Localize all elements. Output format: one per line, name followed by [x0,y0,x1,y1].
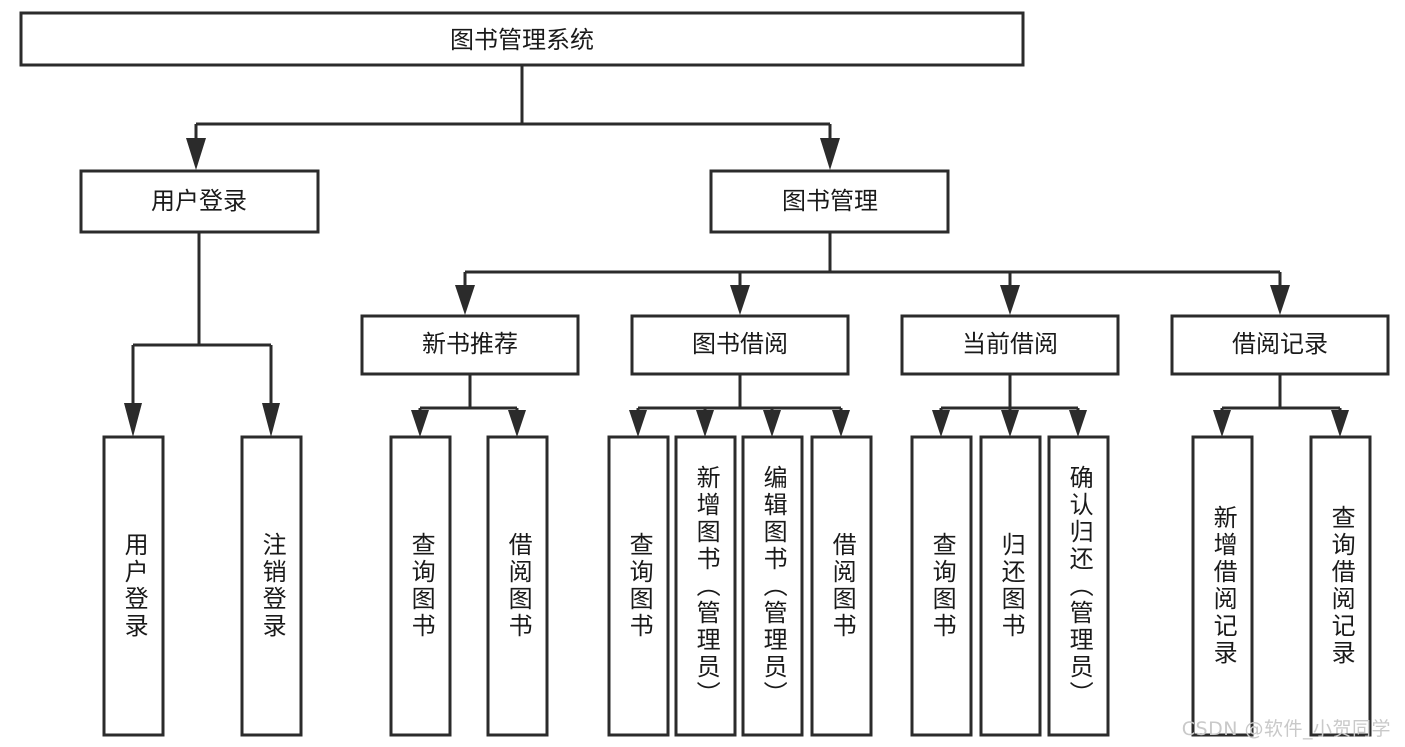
watermark: CSDN @软件_小贺同学 [1181,718,1391,740]
node-leaf-logout-box[interactable] [240,435,303,737]
arrow-head-icon [455,285,475,315]
node-borrow-record-label: 借阅记录 [1232,330,1328,358]
arrow-head-icon [1213,410,1231,437]
arrow-head-icon [1069,410,1087,437]
node-leaf-edit-book-box[interactable] [741,435,804,737]
node-current-borrow[interactable]: 当前借阅 [900,314,1120,376]
node-root-box[interactable] [19,11,1025,67]
node-leaf-query-book-rec-box[interactable] [389,435,452,737]
node-leaf-add-record-box[interactable] [1191,435,1254,737]
node-new-book-rec-box[interactable] [360,314,580,376]
connector-newbook-to-leaves [411,375,526,437]
arrow-head-icon [262,403,280,437]
node-user-login[interactable]: 用户登录 [79,169,320,234]
node-borrow-record[interactable]: 借阅记录 [1170,314,1390,376]
node-borrow-record-box[interactable] [1170,314,1390,376]
node-leaf-return-book-box[interactable] [979,435,1042,737]
node-book-manage[interactable]: 图书管理 [709,169,950,234]
arrow-head-icon [124,403,142,437]
node-leaf-user-login-box[interactable] [102,435,165,737]
arrow-head-icon [763,410,781,437]
node-current-borrow-label: 当前借阅 [962,330,1058,358]
connector-bookmanage-to-level3 [455,232,1290,315]
node-current-borrow-box[interactable] [900,314,1120,376]
arrow-head-icon [932,410,950,437]
arrow-head-icon [629,410,647,437]
node-leaf-borrow-book-box[interactable] [810,435,873,737]
node-book-manage-label: 图书管理 [782,187,878,215]
node-leaf-add-book-box[interactable] [674,435,737,737]
node-user-login-label: 用户登录 [151,187,247,215]
connector-borrowrecord-to-leaves [1213,375,1349,437]
node-book-borrow-box[interactable] [630,314,850,376]
arrow-head-icon [411,410,429,437]
leaf-boxes [102,435,1372,737]
node-new-book-rec-label: 新书推荐 [422,330,518,358]
node-root[interactable]: 图书管理系统 [19,11,1025,67]
arrow-head-icon [730,285,750,315]
connector-currentborrow-to-leaves [932,375,1087,437]
arrow-head-icon [696,410,714,437]
arrow-head-icon [1000,285,1020,315]
node-leaf-confirm-return-box[interactable] [1047,435,1110,737]
arrow-head-icon [508,410,526,437]
node-leaf-query-book-borrow-box[interactable] [607,435,670,737]
node-leaf-query-book-cur-box[interactable] [910,435,973,737]
node-new-book-rec[interactable]: 新书推荐 [360,314,580,376]
node-leaf-borrow-book-rec-box[interactable] [486,435,549,737]
connector-root-to-level2 [186,66,840,170]
arrow-head-icon [1270,285,1290,315]
arrow-head-icon [1001,410,1019,437]
arrow-head-icon [1331,410,1349,437]
node-root-label: 图书管理系统 [450,26,594,54]
node-book-manage-box[interactable] [709,169,950,234]
node-user-login-box[interactable] [79,169,320,234]
connector-bookborrow-to-leaves [629,375,850,437]
node-book-borrow-label: 图书借阅 [692,330,788,358]
connector-userlogin-to-leaves [124,232,280,437]
arrow-head-icon [832,410,850,437]
arrow-head-icon [820,138,840,170]
arrow-head-icon [186,138,206,170]
node-leaf-query-record-box[interactable] [1309,435,1372,737]
node-book-borrow[interactable]: 图书借阅 [630,314,850,376]
